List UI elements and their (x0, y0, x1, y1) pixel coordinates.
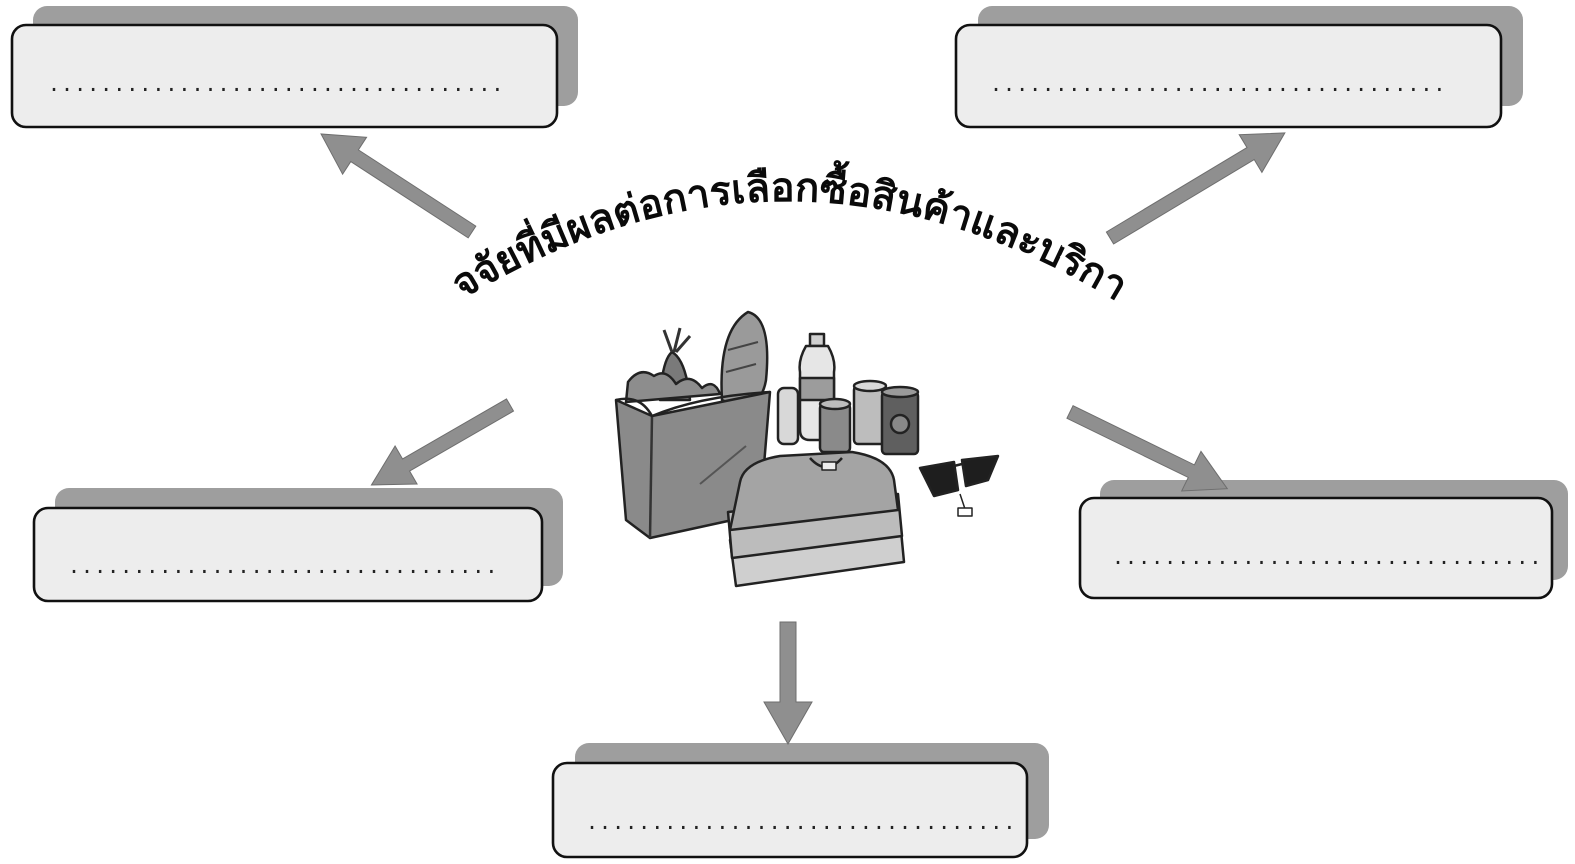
arrow-to-bottom (763, 621, 813, 746)
answer-box-bottom[interactable]: ................................. (551, 743, 1049, 859)
answer-box-top-right[interactable]: ................................... (954, 6, 1523, 129)
shopping-goods-illustration (614, 310, 1000, 588)
arrow-to-top-left (320, 133, 477, 239)
answer-box-middle-right[interactable]: ................................. (1078, 480, 1568, 600)
answer-box-top-left[interactable]: ................................... (10, 6, 578, 129)
answer-dots-top-left: ................................... (48, 72, 504, 96)
answer-dots-middle-right: ................................. (1112, 545, 1542, 569)
carrot-icon (624, 327, 722, 404)
can-icon (818, 379, 920, 456)
answer-box-middle-left[interactable]: ................................. (32, 488, 563, 603)
answer-dots-bottom: ................................. (586, 810, 1016, 834)
arrow-to-middle-right (1066, 405, 1229, 492)
folded-clothes-icon (726, 450, 906, 588)
answer-dots-top-right: ................................... (990, 72, 1446, 96)
small-bottle-icon (776, 386, 800, 446)
arrow-to-middle-left (370, 398, 515, 486)
sunglasses-icon (918, 454, 1000, 517)
answer-dots-middle-left: ................................. (68, 554, 498, 578)
arrow-to-top-right (1105, 132, 1286, 245)
